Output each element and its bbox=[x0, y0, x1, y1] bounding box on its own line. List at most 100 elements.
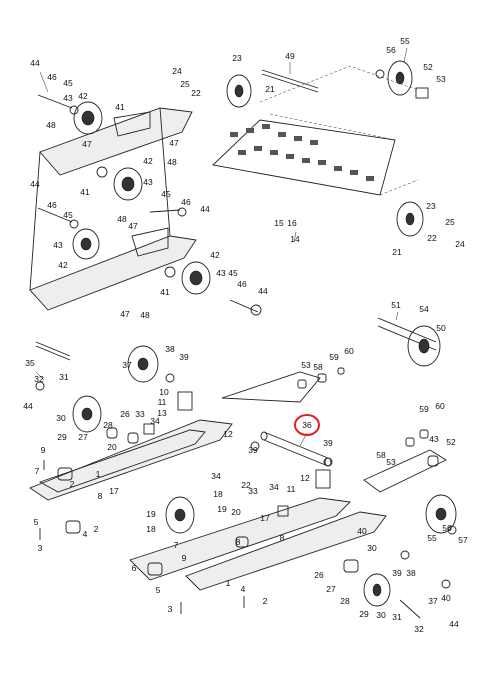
part-label-16: 16 bbox=[287, 218, 297, 228]
part-label-44: 44 bbox=[23, 401, 33, 411]
part-label-1: 1 bbox=[226, 578, 231, 588]
part-label-45: 45 bbox=[161, 189, 171, 199]
part-label-56: 56 bbox=[442, 523, 452, 533]
part-label-53: 53 bbox=[436, 74, 446, 84]
part-label-24: 24 bbox=[172, 66, 182, 76]
part-label-11: 11 bbox=[158, 397, 167, 407]
part-label-40: 40 bbox=[357, 526, 367, 536]
part-label-48: 48 bbox=[46, 120, 56, 130]
part-label-55: 55 bbox=[427, 533, 437, 543]
part-label-32: 32 bbox=[34, 374, 44, 384]
part-label-56: 56 bbox=[386, 45, 396, 55]
part-label-43: 43 bbox=[63, 93, 73, 103]
part-label-47: 47 bbox=[120, 309, 130, 319]
part-label-22: 22 bbox=[191, 88, 201, 98]
part-label-26: 26 bbox=[120, 409, 130, 419]
part-label-12: 12 bbox=[223, 429, 233, 439]
track-section bbox=[212, 65, 419, 196]
part-label-42: 42 bbox=[210, 250, 220, 260]
part-label-50: 50 bbox=[436, 323, 446, 333]
bracket bbox=[143, 391, 331, 517]
bogie-wheel bbox=[72, 325, 457, 607]
part-label-41: 41 bbox=[160, 287, 170, 297]
part-label-24: 24 bbox=[455, 239, 465, 249]
upper-slide-rail-left bbox=[29, 107, 197, 311]
part-label-37: 37 bbox=[122, 360, 132, 370]
part-label-15: 15 bbox=[274, 218, 284, 228]
part-label-22: 22 bbox=[241, 480, 251, 490]
idler-wheel bbox=[72, 101, 211, 295]
part-label-34: 34 bbox=[269, 482, 279, 492]
part-label-41: 41 bbox=[115, 102, 125, 112]
part-label-21: 21 bbox=[392, 247, 402, 257]
part-label-31: 31 bbox=[59, 372, 69, 382]
part-label-5: 5 bbox=[34, 517, 39, 527]
bolt bbox=[37, 94, 262, 316]
part-label-44: 44 bbox=[449, 619, 459, 629]
part-label-6: 6 bbox=[132, 563, 137, 573]
part-label-1: 1 bbox=[96, 469, 101, 479]
part-label-26: 26 bbox=[314, 570, 324, 580]
part-label-14: 14 bbox=[290, 234, 300, 244]
part-label-54: 54 bbox=[419, 304, 429, 314]
bushing bbox=[35, 367, 457, 589]
part-label-39: 39 bbox=[248, 445, 258, 455]
part-label-45: 45 bbox=[228, 268, 238, 278]
part-label-39: 39 bbox=[392, 568, 402, 578]
part-label-20: 20 bbox=[107, 442, 117, 452]
part-label-22: 22 bbox=[427, 233, 437, 243]
lower-slide-rail bbox=[29, 371, 447, 591]
part-label-18: 18 bbox=[146, 524, 156, 534]
part-label-44: 44 bbox=[258, 286, 268, 296]
part-label-25: 25 bbox=[180, 79, 190, 89]
part-label-60: 60 bbox=[344, 346, 354, 356]
part-label-42: 42 bbox=[58, 260, 68, 270]
part-label-27: 27 bbox=[78, 432, 88, 442]
part-label-43: 43 bbox=[53, 240, 63, 250]
part-label-28: 28 bbox=[340, 596, 350, 606]
axle-shaft bbox=[261, 69, 429, 99]
part-label-3: 3 bbox=[168, 604, 173, 614]
part-label-38: 38 bbox=[165, 344, 175, 354]
part-label-17: 17 bbox=[109, 486, 119, 496]
part-label-34: 34 bbox=[211, 471, 221, 481]
part-label-41: 41 bbox=[80, 187, 90, 197]
part-label-39: 39 bbox=[323, 438, 333, 448]
part-label-48: 48 bbox=[140, 310, 150, 320]
part-label-29: 29 bbox=[359, 609, 369, 619]
part-label-46: 46 bbox=[181, 197, 191, 207]
screw bbox=[39, 460, 421, 619]
part-label-30: 30 bbox=[367, 543, 377, 553]
part-label-44: 44 bbox=[200, 204, 210, 214]
part-label-55: 55 bbox=[400, 36, 410, 46]
part-label-59: 59 bbox=[419, 404, 429, 414]
part-label-25: 25 bbox=[445, 217, 455, 227]
part-label-53: 53 bbox=[386, 457, 396, 467]
part-label-38: 38 bbox=[406, 568, 416, 578]
part-label-40: 40 bbox=[441, 593, 451, 603]
part-label-10: 10 bbox=[159, 387, 169, 397]
part-label-28: 28 bbox=[103, 420, 113, 430]
pulley-wheel bbox=[226, 60, 424, 237]
part-label-49: 49 bbox=[285, 51, 295, 61]
part-label-48: 48 bbox=[167, 157, 177, 167]
part-label-23: 23 bbox=[232, 53, 242, 63]
part-label-36: 36 bbox=[302, 420, 312, 430]
part-label-9: 9 bbox=[41, 445, 46, 455]
part-label-2: 2 bbox=[263, 596, 268, 606]
part-label-19: 19 bbox=[146, 509, 156, 519]
part-label-35: 35 bbox=[25, 358, 35, 368]
part-label-8: 8 bbox=[280, 533, 285, 543]
part-label-43: 43 bbox=[429, 434, 439, 444]
part-label-47: 47 bbox=[169, 138, 179, 148]
part-label-18: 18 bbox=[213, 489, 223, 499]
part-label-17: 17 bbox=[260, 513, 270, 523]
part-label-4: 4 bbox=[83, 529, 88, 539]
part-label-8: 8 bbox=[236, 537, 241, 547]
part-label-21: 21 bbox=[265, 84, 275, 94]
part-label-53: 53 bbox=[301, 360, 311, 370]
part-label-5: 5 bbox=[156, 585, 161, 595]
part-label-46: 46 bbox=[47, 72, 57, 82]
